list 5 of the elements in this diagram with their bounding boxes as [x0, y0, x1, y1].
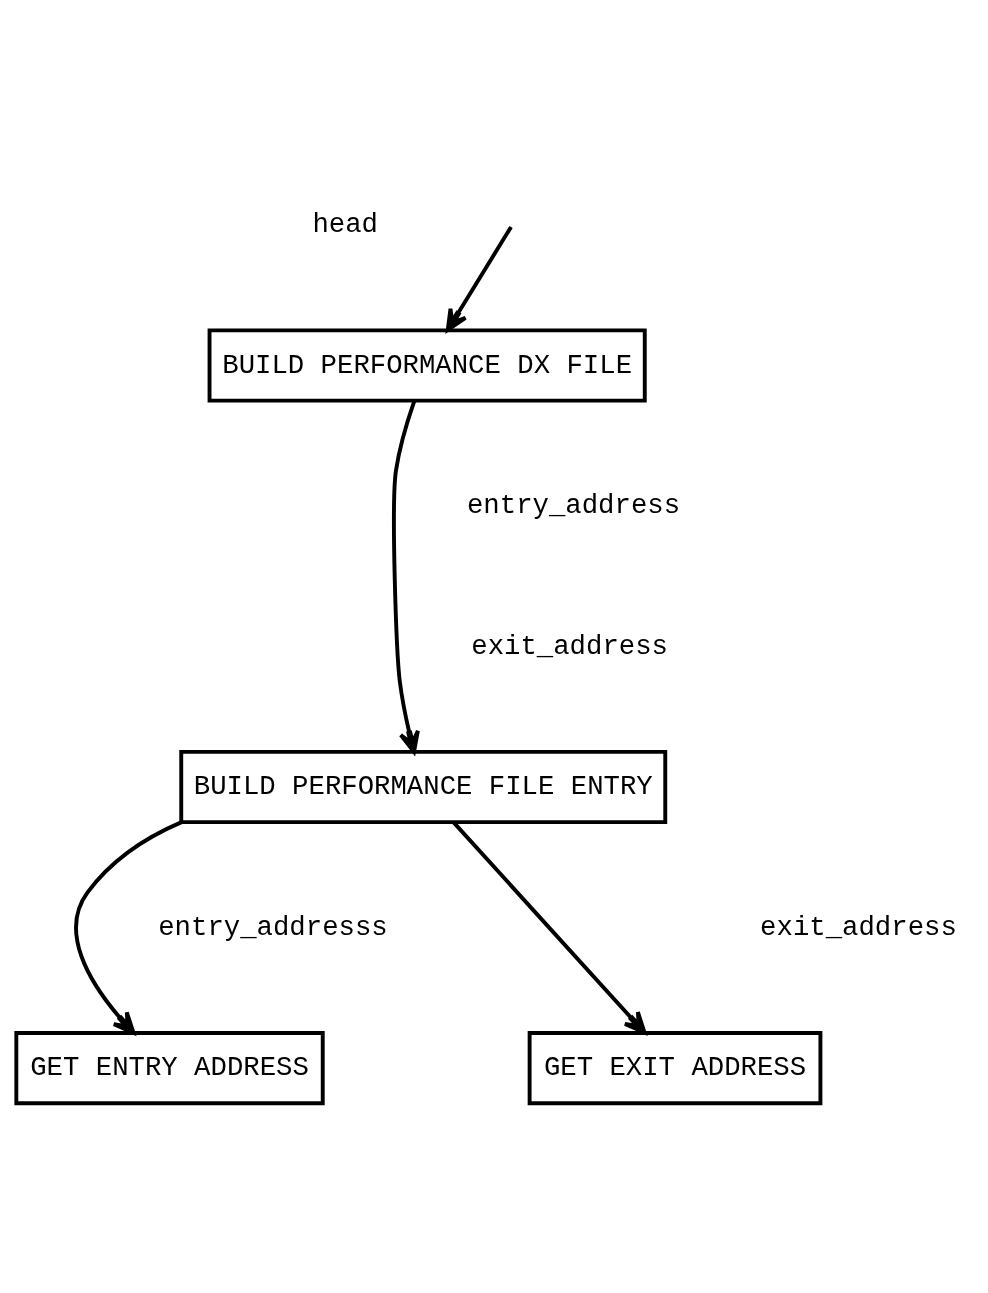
label: entry_addresss	[158, 911, 388, 943]
label: head	[312, 209, 378, 241]
label: exit_address	[471, 630, 668, 662]
label: entry_address	[466, 490, 681, 522]
label: exit_address	[760, 911, 957, 943]
